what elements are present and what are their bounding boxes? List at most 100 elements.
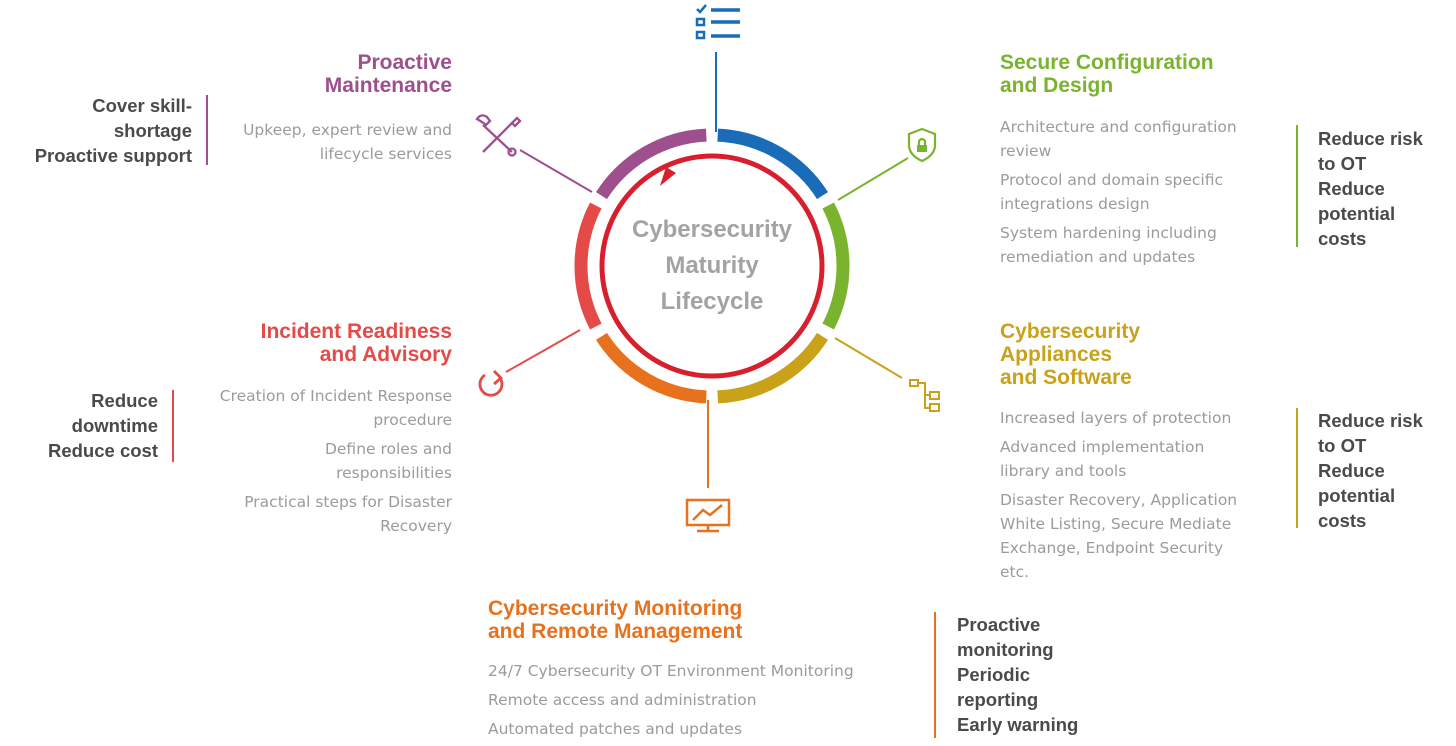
title-line: Proactive [357,51,452,74]
benefit-line: costs [1318,228,1367,249]
title-line: and Remote Management [488,620,743,643]
benefit-line: shortage [113,120,192,141]
monitor-chart-icon [685,498,731,533]
title-line: Cybersecurity [1000,320,1141,343]
proactive-maintenance-title: Proactive Maintenance [180,51,452,97]
title-line: Cybersecurity Monitoring [488,597,743,620]
list-item: Protocol and domain specific integration… [1000,168,1285,216]
checklist-icon [695,4,740,40]
item-line: library and tools [1000,462,1127,480]
item-line: etc. [1000,563,1030,581]
title-line: Secure Configuration [1000,51,1214,74]
item-line: Automated patches and updates [488,720,743,738]
segment-secure-configuration [822,202,850,330]
shield-lock-icon [907,127,937,163]
segment-monitoring [596,332,707,404]
incident-readiness-bar [172,390,174,462]
appliances-software-benefits: Reduce risk to OT Reduce potential costs [1318,408,1454,533]
list-item: Creation of Incident Response procedure [180,384,452,432]
item-line: Creation of Incident Response [219,387,452,405]
monitoring-title: Cybersecurity Monitoring and Remote Mana… [488,597,868,643]
benefit-line: Proactive support [34,145,192,166]
list-item: Automated patches and updates [488,717,928,741]
item-line: Practical steps for Disaster [244,493,452,511]
benefit-line: potential [1318,485,1396,506]
list-item: 24/7 Cybersecurity OT Environment Monito… [488,659,928,683]
monitoring-benefits: Proactive monitoring Periodic reporting … [957,612,1117,737]
appliances-software-items: Increased layers of protection Advanced … [1000,406,1285,589]
benefit-line: reporting [957,689,1039,710]
connector-proactive [519,149,593,193]
secure-configuration-benefits: Reduce risk to OT Reduce potential costs [1318,126,1454,251]
list-item: Define roles and responsibilities [180,437,452,485]
item-line: responsibilities [336,464,452,482]
item-line: Increased layers of protection [1000,409,1232,427]
title-line: and Design [1000,74,1114,97]
connector-lines [505,52,909,488]
list-item: Remote access and administration [488,688,928,712]
benefit-line: downtime [71,415,158,436]
tools-icon [475,114,522,157]
incident-readiness-title: Incident Readiness and Advisory [180,320,452,366]
secure-configuration-items: Architecture and configuration review Pr… [1000,115,1285,274]
item-line: System hardening including [1000,224,1217,242]
item-line: Define roles and [324,440,452,458]
segment-proactive-maintenance [596,128,707,200]
inner-ring-circle [599,153,825,379]
outer-ring-segments [574,128,850,404]
benefit-line: Reduce [1318,178,1385,199]
network-tree-icon [909,379,940,412]
item-line: Architecture and configuration [1000,118,1237,136]
center-title-line: Maturity [665,252,759,279]
proactive-maintenance-benefits: Cover skill- shortage Proactive support [0,93,192,168]
secure-configuration-bar [1296,125,1298,247]
center-title-line: Lifecycle [660,288,764,315]
proactive-maintenance-items: Upkeep, expert review and lifecycle serv… [200,118,452,171]
list-item: Increased layers of protection [1000,406,1285,430]
title-line: Maintenance [324,74,452,97]
item-line: Exchange, Endpoint Security [1000,539,1224,557]
list-item: Practical steps for Disaster Recovery [180,490,452,538]
monitoring-bar [934,612,936,738]
appliances-software-bar [1296,408,1298,528]
center-title-line: Cybersecurity [631,216,793,243]
item-line: integrations design [1000,195,1150,213]
segment-secure-configuration-top [717,128,828,200]
benefit-line: Reduce cost [47,440,158,461]
refresh-icon [478,370,504,397]
title-line: and Advisory [319,343,452,366]
item-line: Recovery [380,517,452,535]
inner-cycle-ring [599,153,825,379]
proactive-maintenance-bar [206,95,208,165]
benefit-line: Reduce [1318,460,1385,481]
title-line: Appliances [1000,343,1113,366]
list-item: Advanced implementation library and tool… [1000,435,1285,483]
benefit-line: potential [1318,203,1396,224]
list-item: Disaster Recovery, Application White Lis… [1000,488,1285,584]
item-line: lifecycle services [319,145,452,163]
monitoring-items: 24/7 Cybersecurity OT Environment Monito… [488,659,928,746]
benefit-line: Proactive [957,614,1041,635]
item-line: procedure [373,411,452,429]
item-line: White Listing, Secure Mediate [1000,515,1232,533]
secure-configuration-title: Secure Configuration and Design [1000,51,1300,97]
title-line: Incident Readiness [260,320,452,343]
item-line: Remote access and administration [488,691,757,709]
incident-readiness-items: Creation of Incident Response procedure … [180,384,452,543]
item-line: Upkeep, expert review and [243,121,452,139]
connector-incident [505,329,581,373]
appliances-software-title: Cybersecurity Appliances and Software [1000,320,1300,389]
benefit-line: Early warning [957,714,1079,735]
list-item: System hardening including remediation a… [1000,221,1285,269]
title-line: and Software [1000,366,1132,389]
segment-appliances-software [717,332,828,404]
benefit-line: monitoring [957,639,1054,660]
segment-incident-readiness [574,202,602,330]
item-line: 24/7 Cybersecurity OT Environment Monito… [488,662,854,680]
item-line: review [1000,142,1052,160]
benefit-line: to OT [1318,435,1367,456]
connector-secure [837,157,909,201]
list-item: Upkeep, expert review and lifecycle serv… [200,118,452,166]
item-line: Disaster Recovery, Application [1000,491,1238,509]
